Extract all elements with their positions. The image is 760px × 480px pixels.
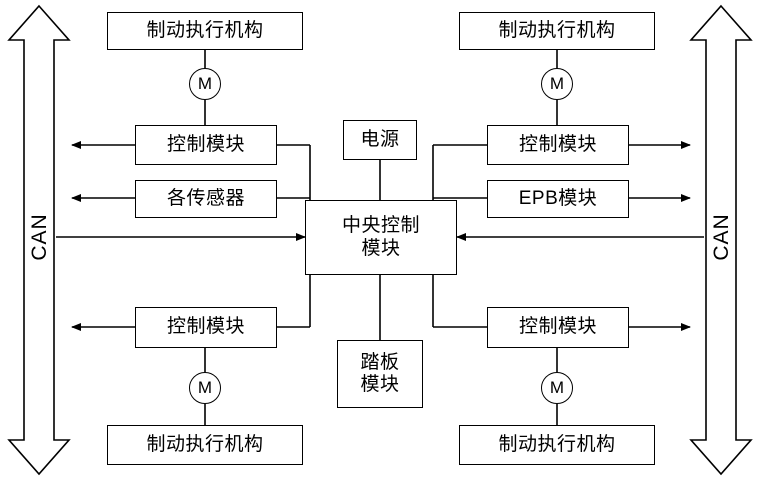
motor-top-left-icon: M bbox=[189, 68, 221, 100]
power-supply[interactable]: 电源 bbox=[343, 120, 417, 160]
motor-bottom-right-icon: M bbox=[541, 372, 573, 404]
control-module-top-right[interactable]: 控制模块 bbox=[487, 125, 629, 165]
can-bus-left-label: CAN bbox=[28, 213, 51, 261]
motor-bottom-left-icon: M bbox=[189, 372, 221, 404]
sensors-module[interactable]: 各传感器 bbox=[135, 180, 277, 218]
can-bus-left-arrow bbox=[7, 4, 71, 476]
actuator-top-right[interactable]: 制动执行机构 bbox=[459, 12, 655, 50]
control-module-bottom-right[interactable]: 控制模块 bbox=[487, 307, 629, 348]
can-bus-right-label: CAN bbox=[710, 213, 733, 261]
pedal-module[interactable]: 踏板 模块 bbox=[337, 340, 423, 408]
control-module-bottom-left[interactable]: 控制模块 bbox=[135, 307, 277, 348]
connector-lines bbox=[56, 50, 704, 425]
epb-module[interactable]: EPB模块 bbox=[487, 180, 629, 218]
actuator-bottom-left[interactable]: 制动执行机构 bbox=[107, 425, 303, 465]
actuator-bottom-right[interactable]: 制动执行机构 bbox=[459, 425, 655, 465]
can-bus-right-arrow bbox=[689, 4, 753, 476]
central-control-module[interactable]: 中央控制 模块 bbox=[305, 200, 457, 275]
actuator-top-left[interactable]: 制动执行机构 bbox=[107, 12, 303, 50]
motor-top-right-icon: M bbox=[541, 68, 573, 100]
control-module-top-left[interactable]: 控制模块 bbox=[135, 125, 277, 165]
